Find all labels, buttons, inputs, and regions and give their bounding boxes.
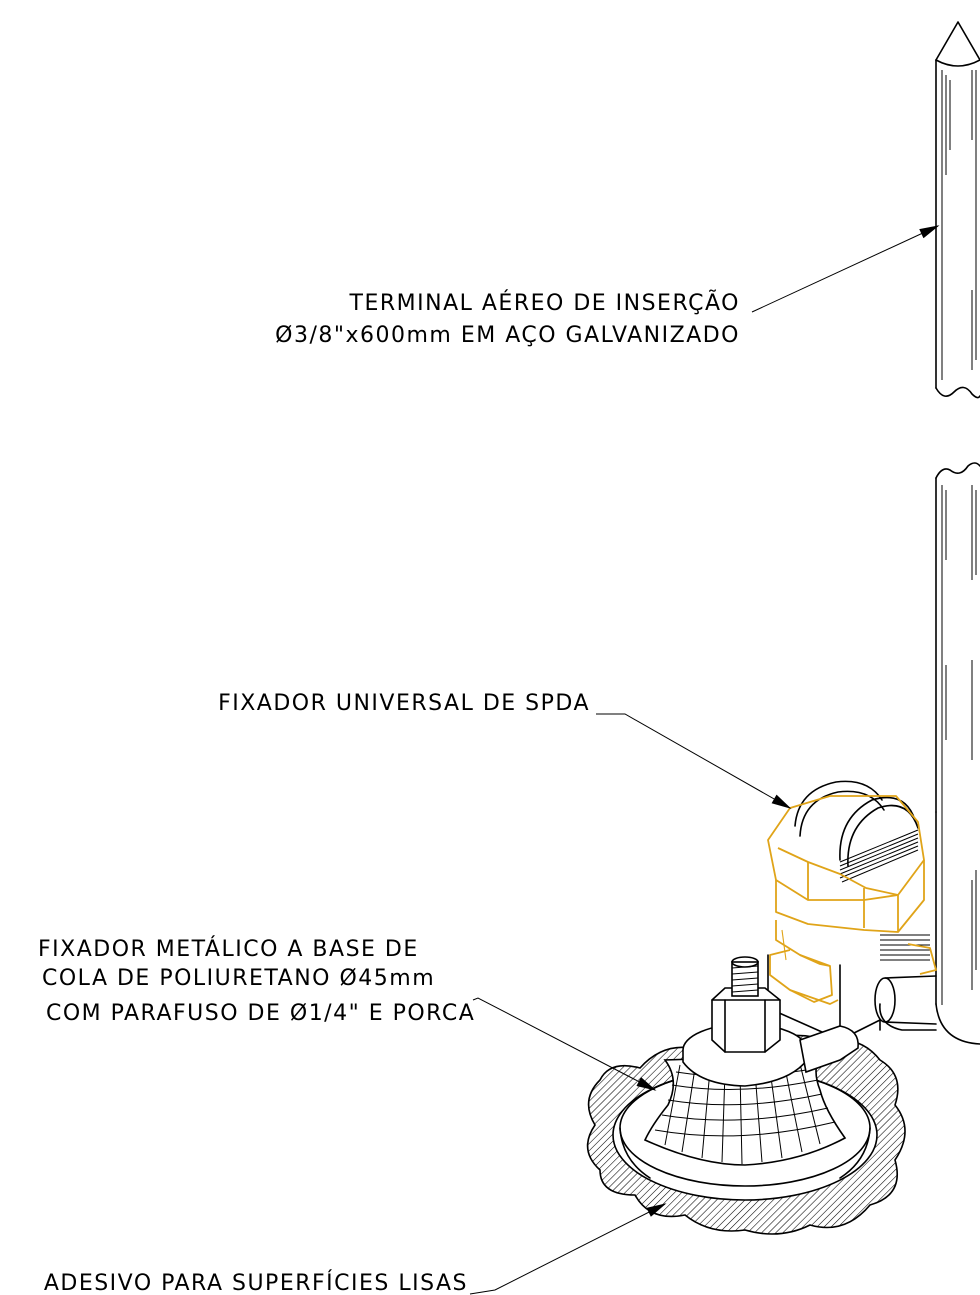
terminal-rod-upper — [935, 21, 980, 399]
label-terminal-line2: Ø3/8"x600mm EM AÇO GALVANIZADO — [275, 323, 740, 348]
label-fixador-metalico-line1: FIXADOR METÁLICO A BASE DE — [38, 936, 419, 962]
universal-fixture — [767, 780, 937, 1005]
label-fixador-universal: FIXADOR UNIVERSAL DE SPDA — [218, 691, 590, 716]
label-terminal-line1: TERMINAL AÉREO DE INSERÇÃO — [349, 289, 740, 316]
terminal-rod-lower — [879, 462, 980, 1045]
label-fixador-metalico-line3: COM PARAFUSO DE Ø1/4" E PORCA — [46, 1001, 475, 1026]
leader-fixador-universal — [596, 713, 792, 809]
clamp-horizontal-rod — [874, 975, 937, 1025]
leader-terminal — [751, 225, 940, 313]
washer-nut-bolt — [682, 956, 859, 1087]
label-fixador-metalico-line2: COLA DE POLIURETANO Ø45mm — [42, 966, 435, 991]
label-adesivo: ADESIVO PARA SUPERFÍCIES LISAS — [44, 1270, 468, 1295]
leader-adesivo — [469, 1203, 667, 1295]
leader-fixador-metalico — [472, 997, 657, 1091]
glue-cone — [643, 1054, 847, 1166]
